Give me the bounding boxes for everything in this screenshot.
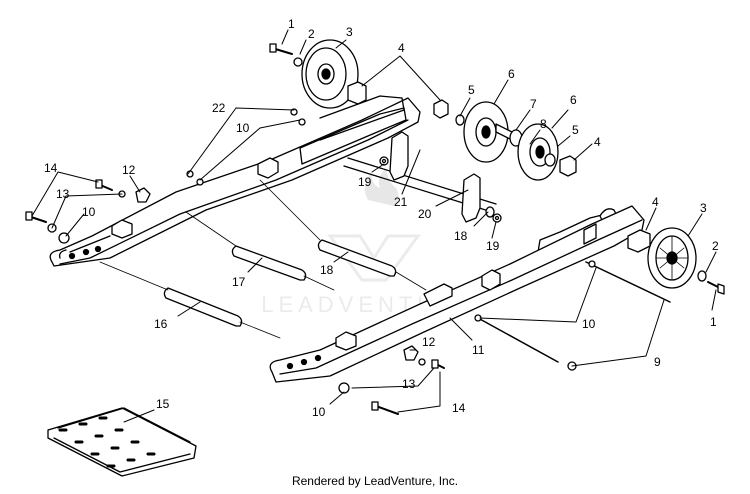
- callout-c7: 7: [530, 97, 537, 111]
- callout-c16: 16: [154, 317, 168, 331]
- right-rail: [269, 205, 645, 383]
- wear-strip-15: [47, 407, 197, 477]
- callout-c13b: 13: [402, 377, 416, 391]
- rear-axle-assembly: [343, 131, 502, 223]
- callout-c13a: 13: [56, 187, 70, 201]
- axle-bracket-lower: [461, 173, 481, 223]
- callout-c14b: 14: [452, 401, 466, 415]
- callout-c3b: 3: [700, 201, 707, 215]
- callout-c10b: 10: [82, 205, 96, 219]
- cross-shaft-17: [231, 245, 307, 281]
- leader-lines: [31, 29, 717, 423]
- callout-c4b: 4: [594, 135, 601, 149]
- callout-c6b: 6: [570, 93, 577, 107]
- callout-c10a: 10: [236, 121, 250, 135]
- cross-shaft-18: [317, 239, 397, 277]
- callout-labels: 1 2 3 4 5 6 7 8 6 5 4 22 10 14 12 13 10 …: [44, 17, 719, 419]
- callout-c4c: 4: [652, 195, 659, 209]
- callout-c19b: 19: [486, 239, 500, 253]
- cross-shafts: [99, 179, 427, 339]
- callout-c3a: 3: [346, 25, 353, 39]
- idler-wheel-shaft: [433, 99, 577, 181]
- idler-wheel-right: [627, 227, 707, 289]
- idler-wheel-upper: [301, 39, 367, 109]
- callout-c18b: 18: [320, 263, 334, 277]
- callout-c20: 20: [418, 207, 432, 221]
- slide-stop-block: [111, 219, 133, 239]
- callout-c14a: 14: [44, 161, 58, 175]
- callout-c9: 9: [654, 355, 661, 369]
- callout-c11: 11: [472, 343, 485, 357]
- callout-c15: 15: [156, 397, 170, 411]
- callout-c12a: 12: [122, 163, 136, 177]
- callout-c6a: 6: [508, 67, 515, 81]
- callout-c2b: 2: [712, 239, 719, 253]
- callout-c4a: 4: [398, 41, 405, 55]
- callout-c21: 21: [394, 195, 408, 209]
- callout-c12b: 12: [422, 335, 436, 349]
- cross-shaft-16: [163, 287, 243, 327]
- callout-c5b: 5: [572, 123, 579, 137]
- callout-c1b: 1: [710, 315, 717, 329]
- callout-c8: 8: [540, 117, 547, 131]
- callout-c19a: 19: [358, 175, 372, 189]
- callout-c17: 17: [232, 275, 246, 289]
- callout-c5a: 5: [468, 83, 475, 97]
- callout-c18a: 18: [454, 229, 468, 243]
- callout-c2a: 2: [308, 27, 315, 41]
- footer-credit: Rendered by LeadVenture, Inc.: [291, 474, 459, 488]
- callout-c1a: 1: [288, 17, 295, 31]
- callout-c22: 22: [212, 101, 226, 115]
- callout-c10c: 10: [582, 317, 596, 331]
- callout-c10d: 10: [312, 405, 326, 419]
- axle-bracket-upper: [389, 131, 409, 181]
